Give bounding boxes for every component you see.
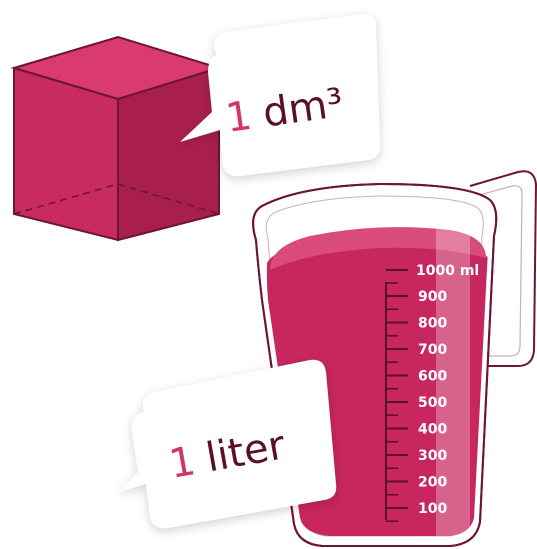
scale-tick-label: 400 bbox=[418, 422, 447, 438]
scale-tick-label: 700 bbox=[418, 342, 447, 358]
jug-handle bbox=[469, 170, 537, 367]
cube-speech-bubble bbox=[180, 13, 380, 177]
scale-tick-label: 600 bbox=[418, 369, 447, 385]
jug-glass-highlight bbox=[436, 220, 470, 536]
cube-side-face bbox=[117, 66, 220, 242]
scale-max-label: 1000 ml bbox=[416, 263, 479, 279]
scale-tick-label: 300 bbox=[418, 448, 447, 464]
cube-hidden-edge bbox=[117, 183, 220, 215]
jug-handle-inner bbox=[475, 185, 523, 357]
scale-tick-label: 800 bbox=[418, 316, 447, 332]
scale-tick-label: 900 bbox=[418, 289, 447, 305]
cube-volume-number: 1 bbox=[223, 93, 255, 142]
jug-liquid-surface bbox=[270, 227, 486, 270]
cube-volume-unit: dm³ bbox=[260, 80, 346, 137]
scale-tick-label: 100 bbox=[418, 501, 447, 517]
cube bbox=[10, 35, 223, 242]
cube-hidden-edge bbox=[13, 183, 119, 215]
scale-tick-label: 200 bbox=[418, 475, 447, 491]
jug-scale: 900 800 700 600 500 400 300 200 100 1000 ml bbox=[385, 263, 479, 523]
scale-tick-label: 500 bbox=[418, 395, 447, 411]
cube-front-face bbox=[13, 66, 119, 242]
jug-speech-bubble bbox=[118, 359, 337, 529]
